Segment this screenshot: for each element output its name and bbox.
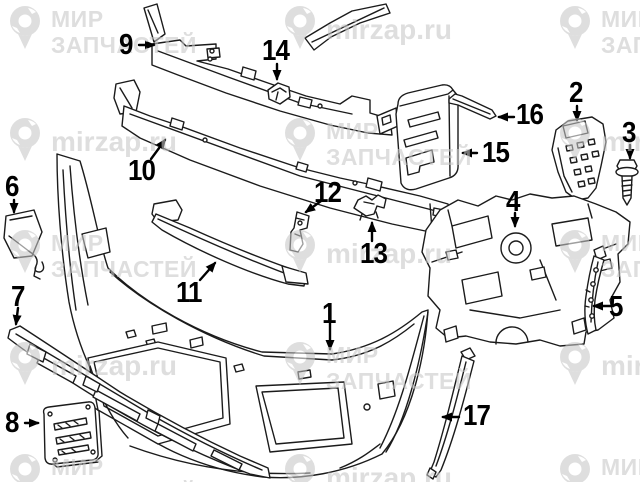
part-6-drawing bbox=[4, 210, 44, 279]
part-8-label: 8 bbox=[5, 406, 19, 439]
part-7-label: 7 bbox=[11, 280, 25, 313]
part-5-label: 5 bbox=[609, 290, 623, 323]
callout-arrows bbox=[9, 40, 635, 428]
part-13-drawing bbox=[354, 195, 386, 220]
part-8-drawing bbox=[44, 402, 102, 467]
part-7-drawing bbox=[8, 326, 270, 478]
part-10-label: 10 bbox=[128, 154, 156, 187]
callout-12-arrow bbox=[304, 201, 321, 212]
callout-7-arrow bbox=[12, 308, 22, 326]
part-16-label: 16 bbox=[516, 98, 544, 131]
part-12-drawing bbox=[290, 212, 309, 252]
callout-11-arrow bbox=[200, 261, 217, 280]
part-15-drawing bbox=[377, 85, 458, 190]
part-5-drawing bbox=[585, 246, 606, 334]
callout-10-arrow bbox=[151, 138, 165, 159]
part-1-drawing bbox=[57, 154, 428, 478]
part-3-label: 3 bbox=[622, 116, 636, 149]
part-16-drawing bbox=[449, 94, 496, 119]
part-11-drawing bbox=[152, 200, 308, 286]
part-3-drawing bbox=[616, 160, 638, 205]
part-6-label: 6 bbox=[5, 170, 19, 203]
part-9-drawing bbox=[144, 4, 392, 135]
part-2-label: 2 bbox=[569, 76, 583, 109]
part-1-label: 1 bbox=[322, 297, 336, 330]
part-14-drawing bbox=[268, 83, 290, 104]
part-13-label: 13 bbox=[360, 237, 388, 270]
part-17-label: 17 bbox=[463, 399, 491, 432]
part-2-drawing bbox=[552, 117, 606, 200]
part-15-label: 15 bbox=[482, 136, 510, 169]
part-4-label: 4 bbox=[506, 185, 520, 218]
part-14-label: 14 bbox=[262, 34, 290, 67]
part-9-label: 9 bbox=[119, 28, 133, 61]
part-11-label: 11 bbox=[176, 276, 202, 309]
part-12-label: 12 bbox=[314, 176, 342, 209]
